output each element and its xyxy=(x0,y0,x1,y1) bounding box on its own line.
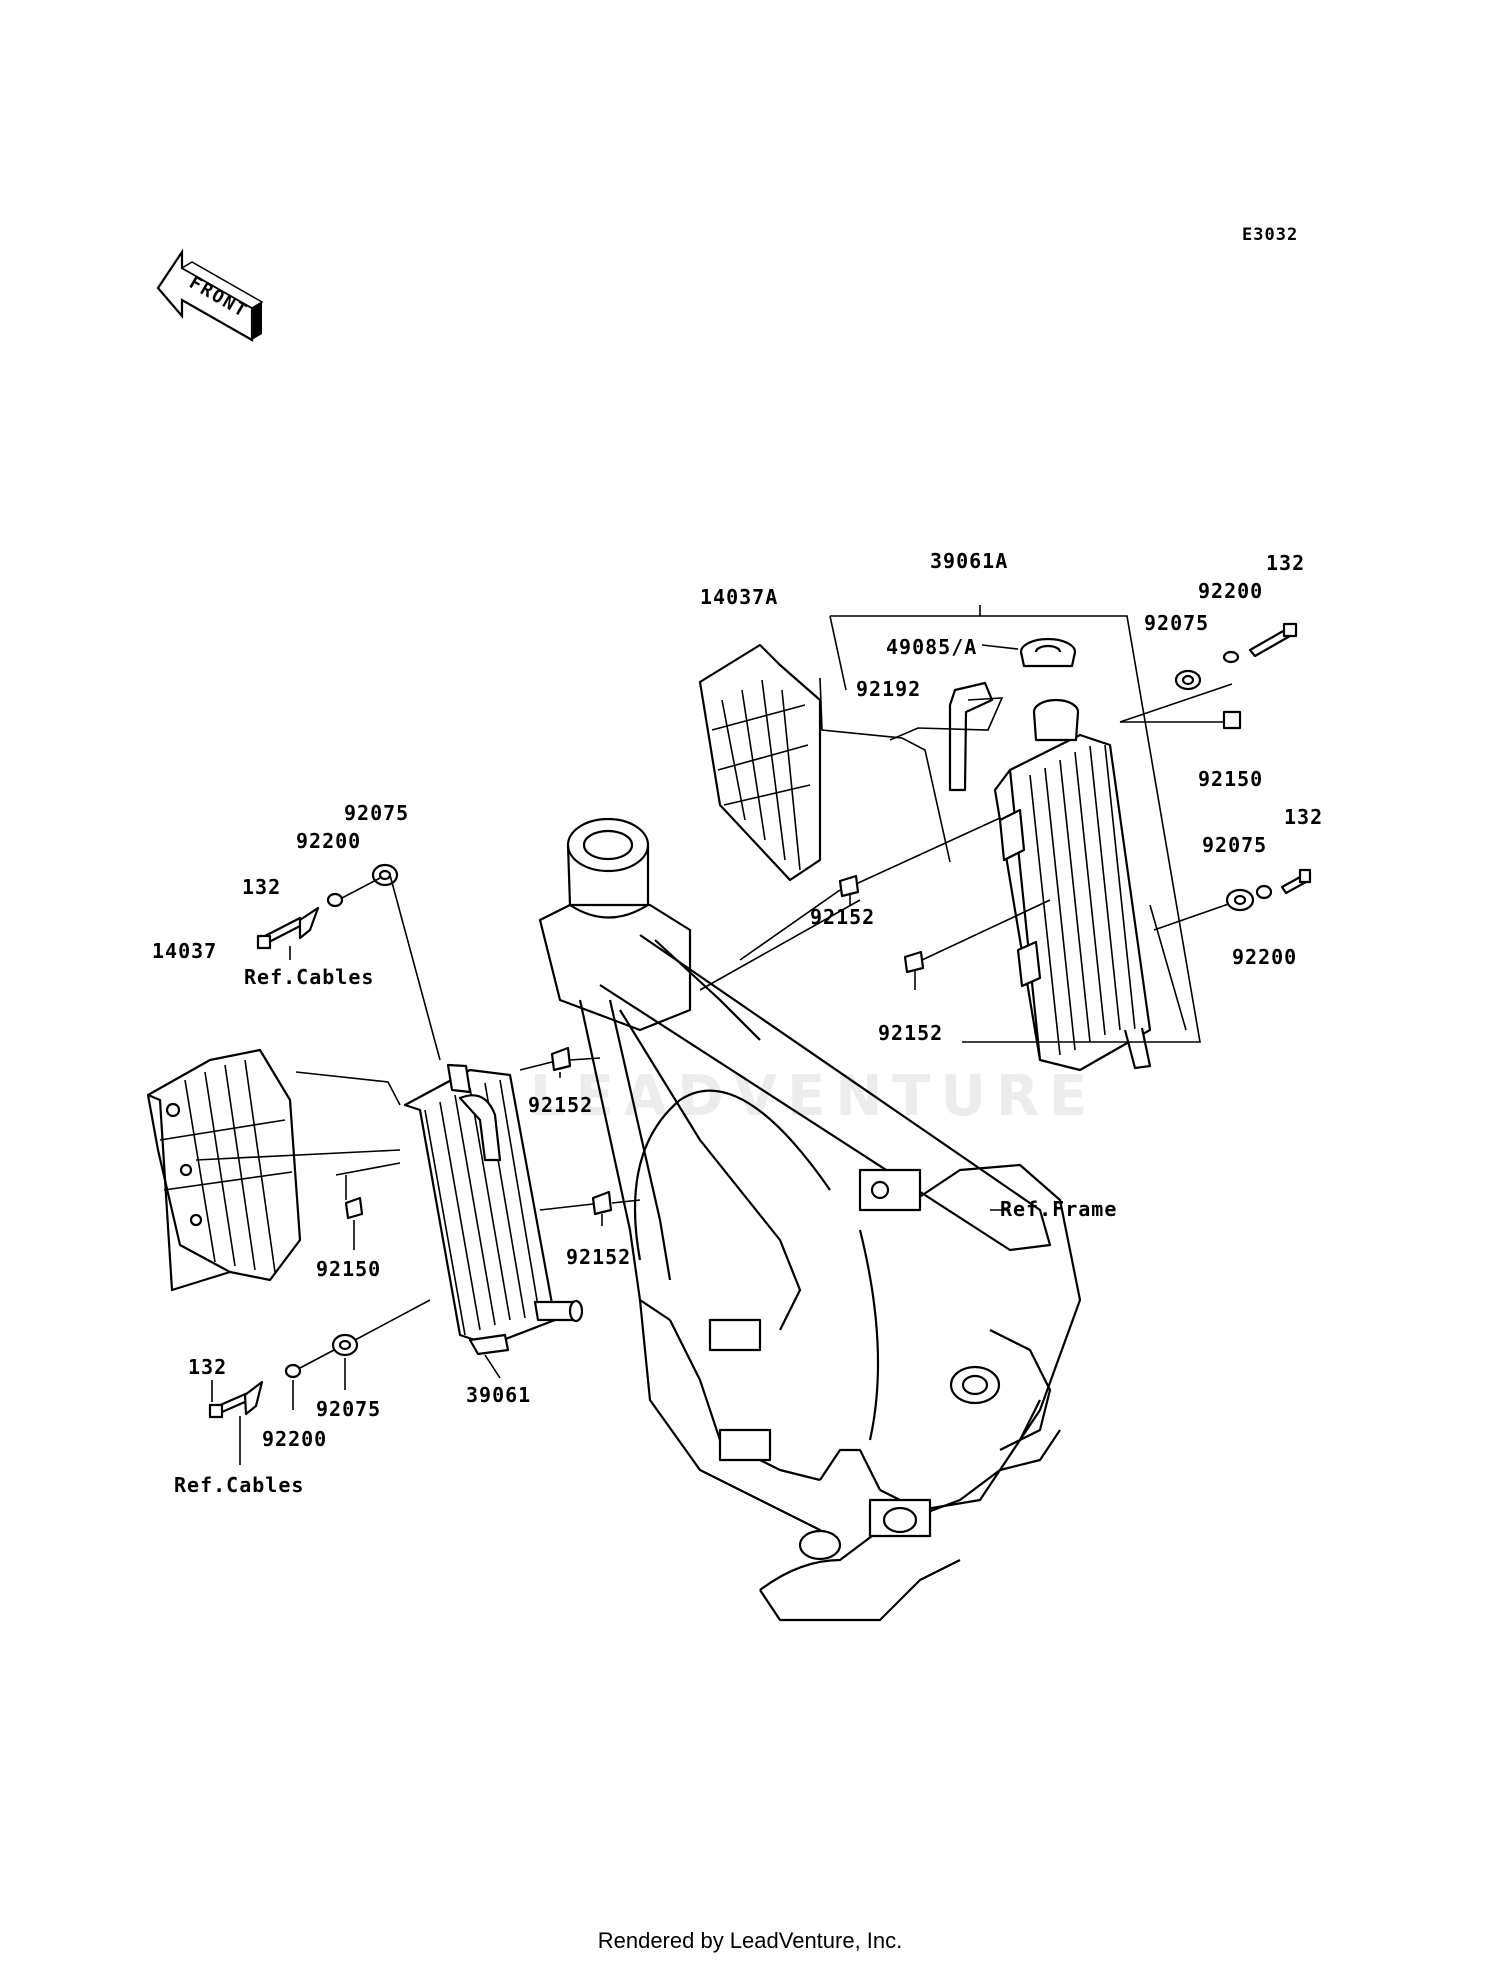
label-39061A: 39061A xyxy=(930,549,1008,573)
label-92075-l: 92075 xyxy=(344,801,409,825)
radiator-left[interactable] xyxy=(403,1063,584,1356)
footer-credit: Rendered by LeadVenture, Inc. xyxy=(597,1928,903,1953)
label-92075-r: 92075 xyxy=(1202,833,1267,857)
grommet-92075-r[interactable] xyxy=(1225,888,1255,912)
label-refcables-bl: Ref.Cables xyxy=(174,1473,304,1497)
label-132-r: 132 xyxy=(1284,805,1323,829)
label-92152-a: 92152 xyxy=(810,905,875,929)
frame xyxy=(538,817,1082,1622)
washer-92200-r[interactable] xyxy=(1255,884,1273,900)
shroud-right[interactable] xyxy=(698,643,822,882)
label-92075-tr: 92075 xyxy=(1144,611,1209,635)
washer-92200-l[interactable] xyxy=(326,892,344,908)
cable-clamp-bl[interactable] xyxy=(243,1380,264,1416)
label-refframe: Ref.Frame xyxy=(1000,1197,1117,1221)
label-92152-c: 92152 xyxy=(528,1093,593,1117)
washer-92200-bl[interactable] xyxy=(284,1363,302,1379)
grommet-92075-bl[interactable] xyxy=(331,1333,359,1357)
radiator-right[interactable] xyxy=(993,698,1152,1072)
label-92192: 92192 xyxy=(856,677,921,701)
bolt-132-r[interactable] xyxy=(1280,868,1312,895)
label-92200-r: 92200 xyxy=(1232,945,1297,969)
bolt-92152-a[interactable] xyxy=(838,874,860,898)
watermark: LEADVENTURE xyxy=(530,1064,1097,1129)
diagram-code: E3032 xyxy=(1242,225,1298,245)
label-14037: 14037 xyxy=(152,939,217,963)
label-refcables-l: Ref.Cables xyxy=(244,965,374,989)
label-92150-r: 92150 xyxy=(1198,767,1263,791)
hose[interactable] xyxy=(948,681,994,792)
label-132-l: 132 xyxy=(242,875,281,899)
label-49085A: 49085/A xyxy=(886,635,977,659)
bolt-132-l[interactable] xyxy=(256,916,306,950)
label-92152-b: 92152 xyxy=(878,1021,943,1045)
label-132-bl: 132 xyxy=(188,1355,227,1379)
nut-92150-l[interactable] xyxy=(344,1196,364,1220)
cable-clamp-l[interactable] xyxy=(298,906,320,940)
label-92200-bl: 92200 xyxy=(262,1427,327,1451)
grommet-92075-tr[interactable] xyxy=(1174,669,1202,691)
shroud-left[interactable] xyxy=(146,1048,302,1292)
label-92152-d: 92152 xyxy=(566,1245,631,1269)
bolt-92152-c[interactable] xyxy=(550,1046,572,1072)
label-14037A: 14037A xyxy=(700,585,778,609)
bracket-39061A xyxy=(830,615,1201,1043)
nut-92150-r[interactable] xyxy=(1222,710,1242,730)
bolt-92152-d[interactable] xyxy=(591,1190,613,1216)
washer-92200-tr[interactable] xyxy=(1222,650,1240,664)
radiator-cap[interactable] xyxy=(1019,637,1077,668)
label-92200-l: 92200 xyxy=(296,829,361,853)
bolt-92152-b[interactable] xyxy=(903,950,925,974)
front-arrow-icon: FRONT xyxy=(156,248,264,342)
label-132-tr: 132 xyxy=(1266,551,1305,575)
label-39061: 39061 xyxy=(466,1383,531,1407)
label-92200-tr: 92200 xyxy=(1198,579,1263,603)
label-92150-l: 92150 xyxy=(316,1257,381,1281)
bolt-132-tr[interactable] xyxy=(1248,622,1298,658)
label-92075-bl: 92075 xyxy=(316,1397,381,1421)
grommet-92075-l[interactable] xyxy=(371,863,399,887)
